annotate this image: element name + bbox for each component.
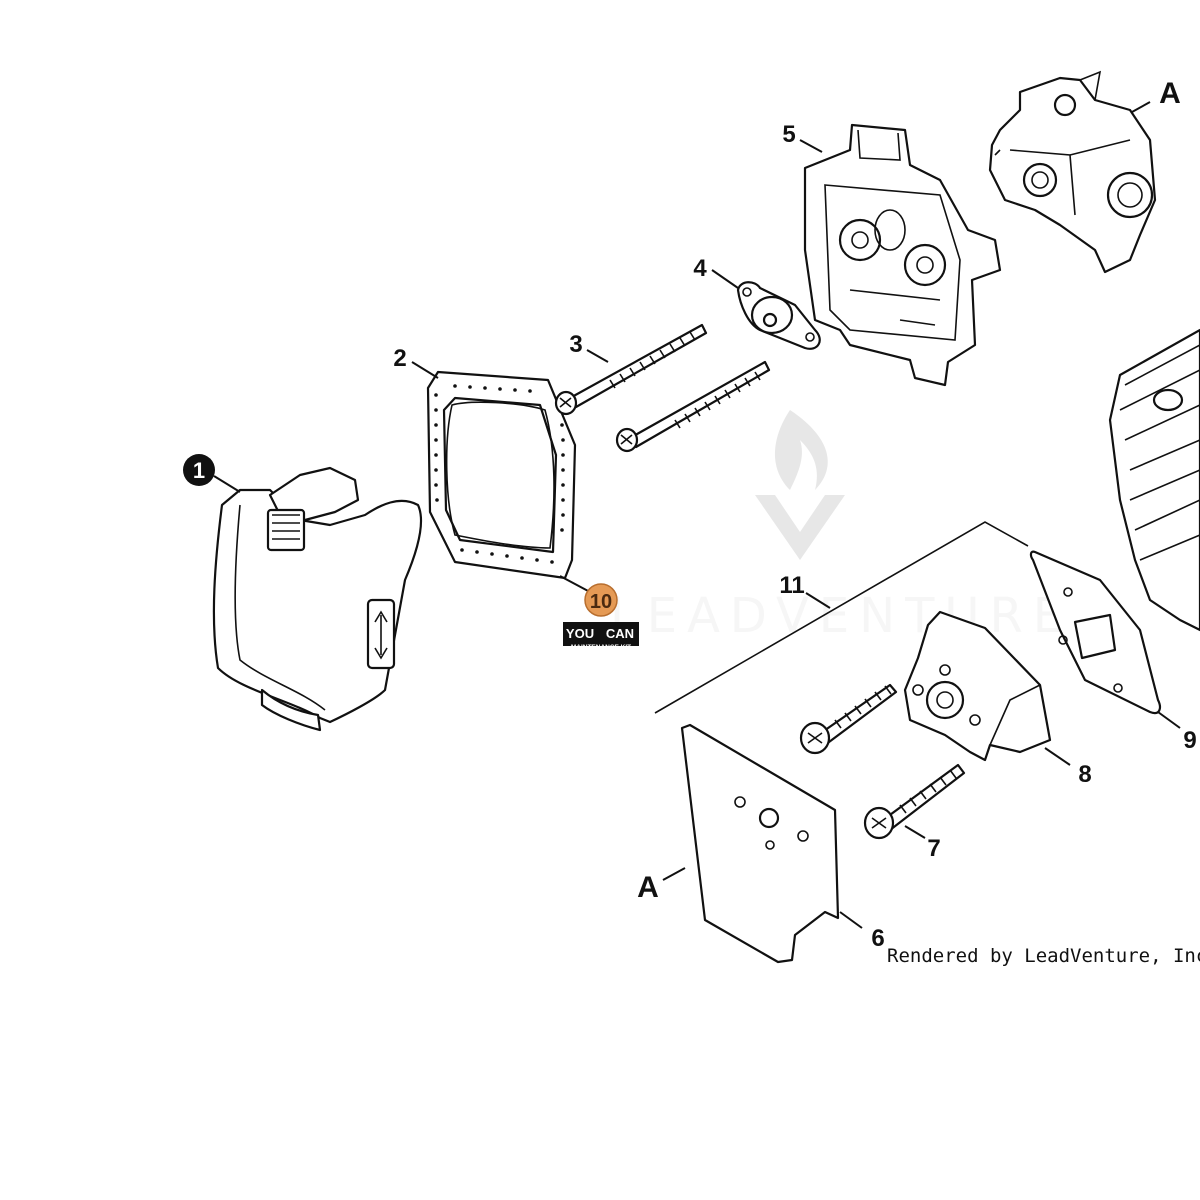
callout-4: 4 <box>693 255 707 282</box>
part-3-screws[interactable] <box>554 323 771 453</box>
callout-7: 7 <box>927 835 940 862</box>
part-6-gasket-plate[interactable] <box>680 723 840 964</box>
part-8-intake-manifold[interactable] <box>903 610 1052 762</box>
callout-8: 8 <box>1078 761 1091 788</box>
kit-badge-can: CAN <box>606 626 634 641</box>
part-2-air-filter[interactable] <box>426 370 577 580</box>
callout-1: 1 <box>193 458 205 483</box>
part-5-housing[interactable] <box>803 123 1002 387</box>
callout-6: 6 <box>871 925 884 952</box>
kit-badge-you: YOU <box>566 626 594 641</box>
part-1-filter-cover[interactable] <box>212 466 423 732</box>
carburetor-assembly[interactable] <box>988 70 1157 274</box>
watermark: LEADVENTURE <box>610 410 1073 644</box>
callout-11: 11 <box>779 572 804 599</box>
part-9-gasket[interactable] <box>1029 550 1161 715</box>
part-7-screws[interactable] <box>799 683 966 840</box>
watermark-text: LEADVENTURE <box>610 588 1073 644</box>
part-10-maintenance-kit-badge[interactable]: 10 YOU CAN MAINTENANCE KIT <box>563 583 639 651</box>
part-4-spacer[interactable] <box>736 281 821 350</box>
callout-10-marker <box>584 583 618 617</box>
callout-1-marker <box>183 454 215 486</box>
cylinder-partial <box>1108 328 1200 632</box>
kit-11-outline-top <box>654 521 1029 714</box>
reference-a-top: A <box>1159 77 1181 110</box>
callout-5: 5 <box>782 121 795 148</box>
callout-10: 10 <box>590 591 612 613</box>
render-credit: Rendered by LeadVenture, Inc. <box>887 945 1200 967</box>
reference-a-bottom: A <box>637 871 659 904</box>
kit-badge-maintenance: MAINTENANCE KIT <box>571 644 631 651</box>
callout-9: 9 <box>1183 727 1196 754</box>
callout-3: 3 <box>569 331 582 358</box>
callout-2: 2 <box>393 345 406 372</box>
